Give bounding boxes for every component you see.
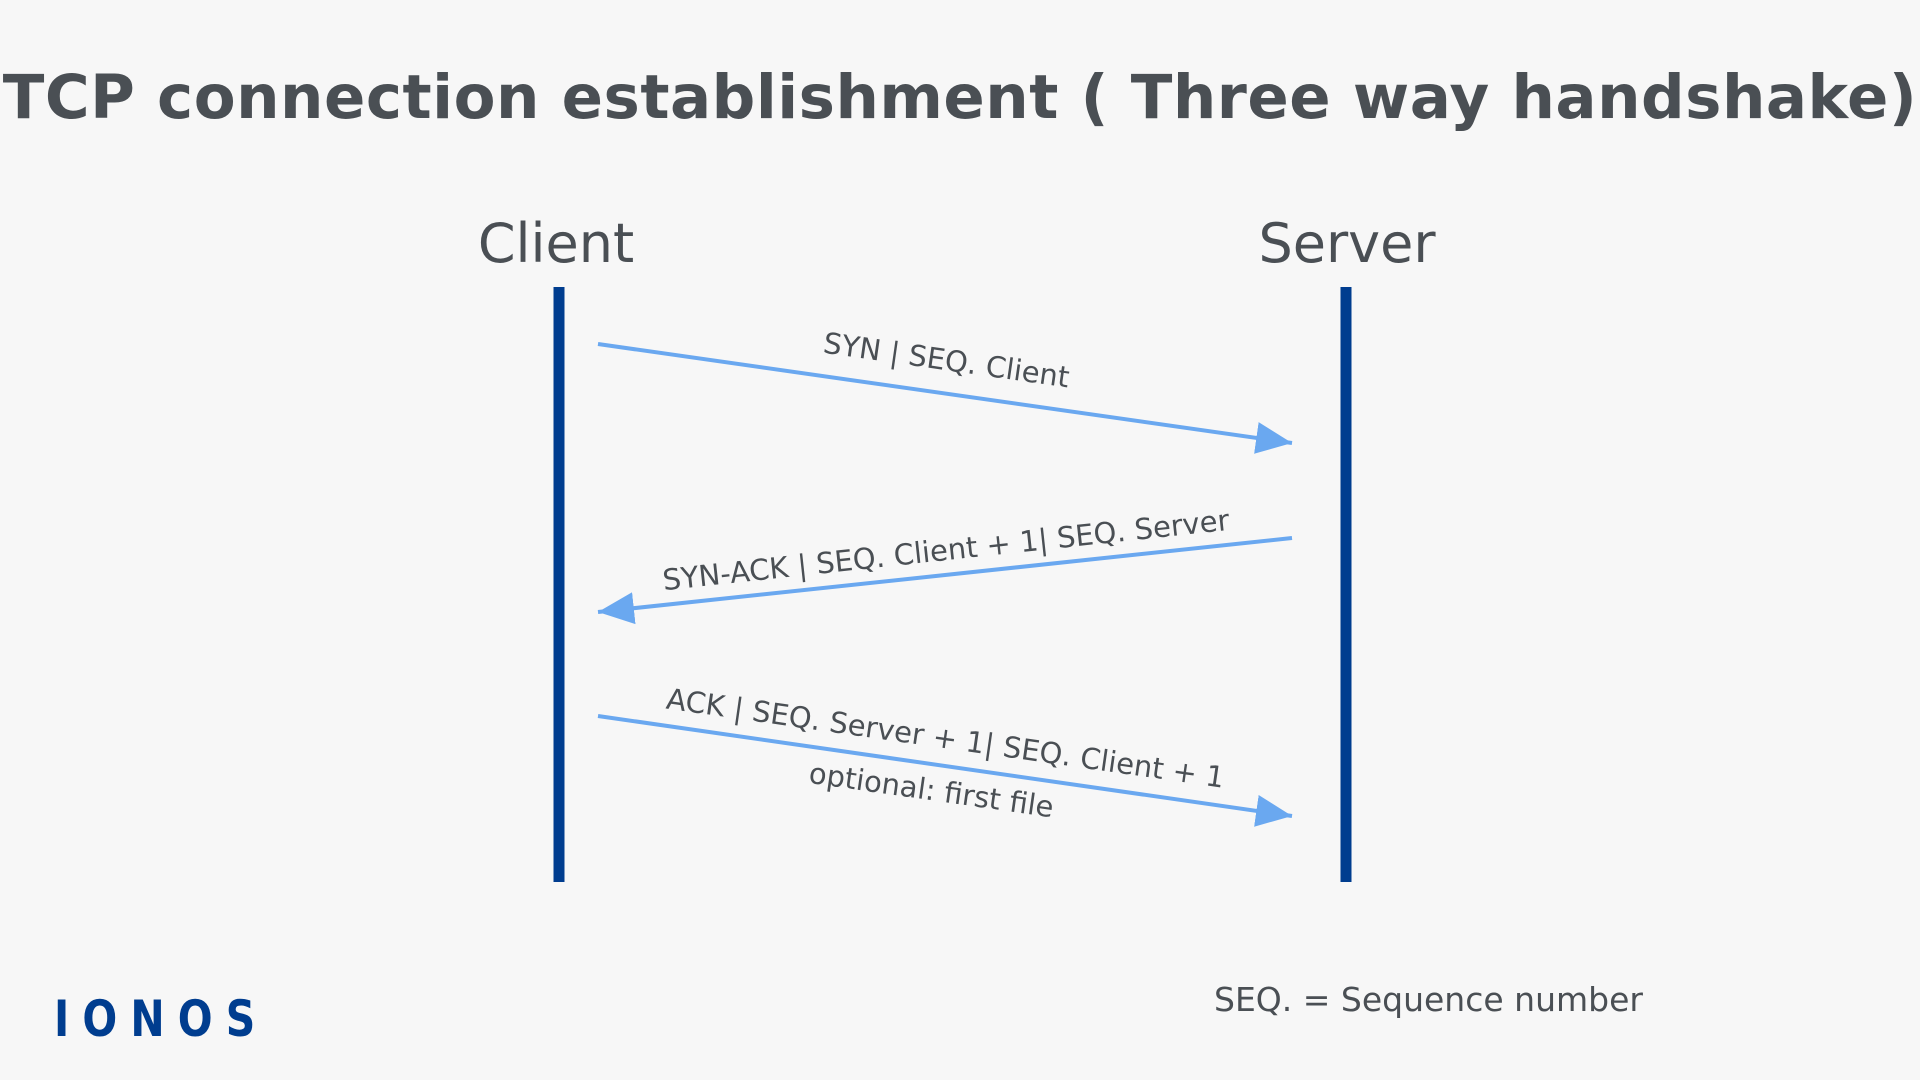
syn-ack-label: SYN-ACK | SEQ. Client + 1| SEQ. Server <box>661 503 1231 597</box>
page-title: TCP connection establishment ( Three way… <box>2 62 1918 133</box>
ack-sublabel: optional: first file <box>807 756 1056 824</box>
legend-note: SEQ. = Sequence number <box>1214 980 1643 1019</box>
syn-ack-arrow <box>597 536 1293 625</box>
ack-arrow <box>597 714 1293 827</box>
client-label: Client <box>477 212 635 275</box>
ionos-logo: IONOS <box>54 990 269 1048</box>
syn-label: SYN | SEQ. Client <box>821 326 1071 395</box>
server-label: Server <box>1258 212 1436 275</box>
syn-arrow <box>597 342 1293 454</box>
